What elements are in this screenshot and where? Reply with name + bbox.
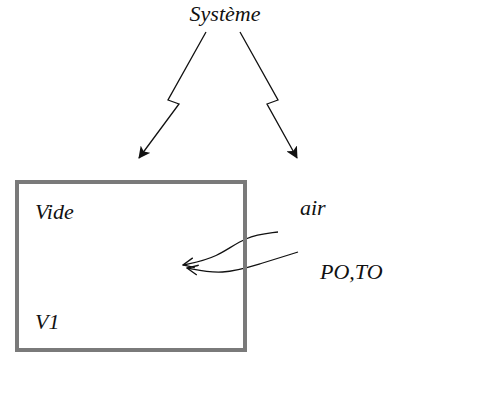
zigzag-arrow xyxy=(139,32,206,158)
region-name: air xyxy=(300,196,326,220)
air-outline xyxy=(244,136,477,402)
air-region: airPO,TO xyxy=(240,132,481,407)
vessel-box: VideV1 xyxy=(15,180,247,352)
flow-line xyxy=(187,252,298,272)
region-name: Vide xyxy=(35,200,74,224)
flow-line xyxy=(183,232,278,265)
flow-arrow xyxy=(183,232,298,272)
state-symbol: PO,TO xyxy=(320,260,383,284)
state-symbol: V1 xyxy=(35,310,59,334)
zigzag-arrow xyxy=(240,32,297,158)
diagram-title: Système xyxy=(0,2,450,26)
